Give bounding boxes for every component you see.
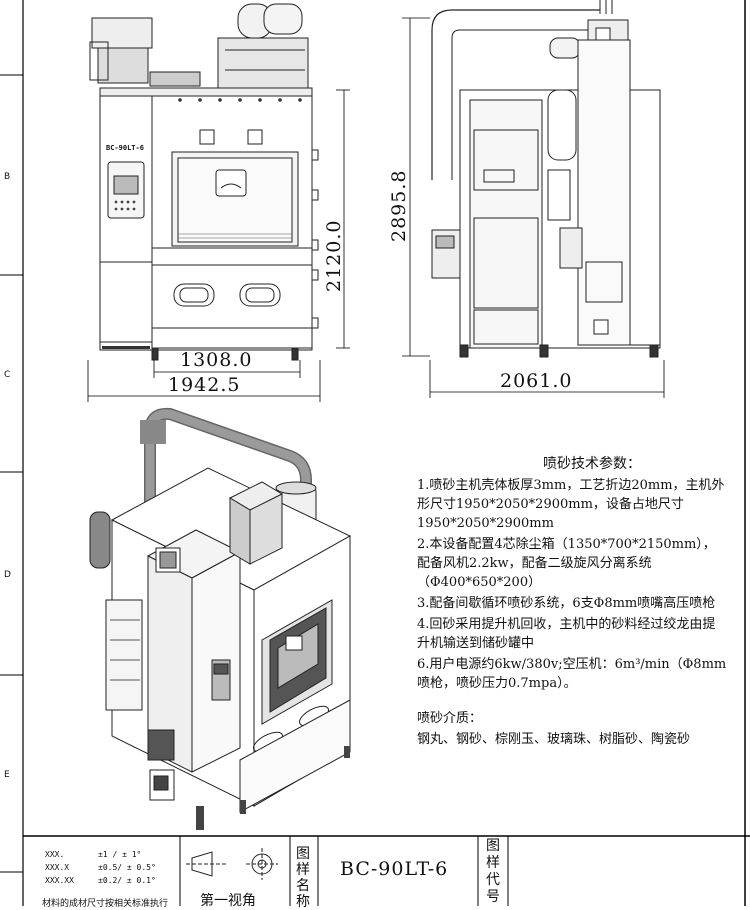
spec-text-block: 喷砂技术参数： 1.喷砂主机壳体板厚3mm，工艺折边20mm，主机外形尺寸195… <box>417 455 727 751</box>
material-note: 材料的成材尺寸按相关标准执行 <box>42 899 169 909</box>
dim-front-height: 2120.0 <box>323 219 345 292</box>
projection-label: 第一视角 <box>200 893 256 909</box>
dim-front-inner-width: 1308.0 <box>180 349 253 371</box>
media-text: 钢丸、钢砂、棕刚玉、玻璃珠、树脂砂、陶瓷砂 <box>417 732 691 747</box>
tolerance-value: ±0.5/ ± 0.5° <box>98 863 156 872</box>
dim-front-total-width: 1942.5 <box>168 374 241 396</box>
zone-marker-d: D <box>4 570 11 580</box>
tolerance-value: ±0.2/ ± 0.1° <box>98 876 156 885</box>
tolerance-value: ±1 / ± 1° <box>98 850 142 859</box>
spec-item: 2.本设备配置4芯除尘箱（1350*700*2150mm），配备风机2.2kw，… <box>417 537 716 590</box>
isometric-view <box>89 407 352 830</box>
spec-title: 喷砂技术参数： <box>543 456 641 472</box>
spec-item: 6.用户电源约6kw/380v;空压机：6m³/min（Φ8mm喷枪，喷砂压力0… <box>417 657 727 691</box>
spec-item: 4.回砂采用提升机回收，主机中的砂料经过绞龙由提升机输送到储砂罐中 <box>417 617 716 651</box>
dim-side-total-height: 2895.8 <box>388 169 410 242</box>
drawing-name: BC-90LT-6 <box>340 858 449 880</box>
tolerance-code: XXX.XX <box>45 876 74 885</box>
front-view <box>89 3 319 361</box>
spec-item: 3.配备间歇循环喷砂系统，6支Φ8mm喷嘴高压喷枪 <box>417 596 716 611</box>
spec-item: 1.喷砂主机壳体板厚3mm，工艺折边20mm，主机外形尺寸1950*2050*2… <box>417 478 725 531</box>
title-block-grid <box>23 0 750 906</box>
first-angle-projection-icon <box>186 848 278 880</box>
side-view <box>431 0 661 358</box>
tolerance-code: XXX.X <box>45 863 70 872</box>
drawing-code-label: 图样代号 <box>486 838 500 905</box>
zone-marker-b: B <box>4 172 11 182</box>
machine-label: BC-90LT-6 <box>106 144 144 152</box>
tolerance-code: XXX. <box>45 850 65 859</box>
drawing-name-label: 图样名称 <box>296 846 310 910</box>
media-title: 喷砂介质： <box>417 711 483 726</box>
dim-side-depth: 2061.0 <box>500 370 573 392</box>
zone-marker-c: C <box>4 370 11 380</box>
zone-marker-e: E <box>4 770 10 780</box>
